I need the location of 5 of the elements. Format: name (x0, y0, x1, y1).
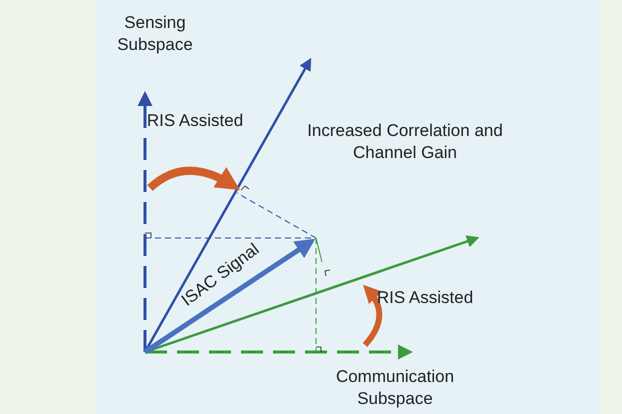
annotation-text: RIS Assisted (376, 287, 474, 309)
axis-label: Communication Subspace (334, 366, 456, 410)
annotation-text: Increased Correlation and Channel Gain (306, 120, 504, 164)
axis-label: Sensing Subspace (116, 12, 194, 56)
annotation-text: RIS Assisted (146, 110, 244, 132)
